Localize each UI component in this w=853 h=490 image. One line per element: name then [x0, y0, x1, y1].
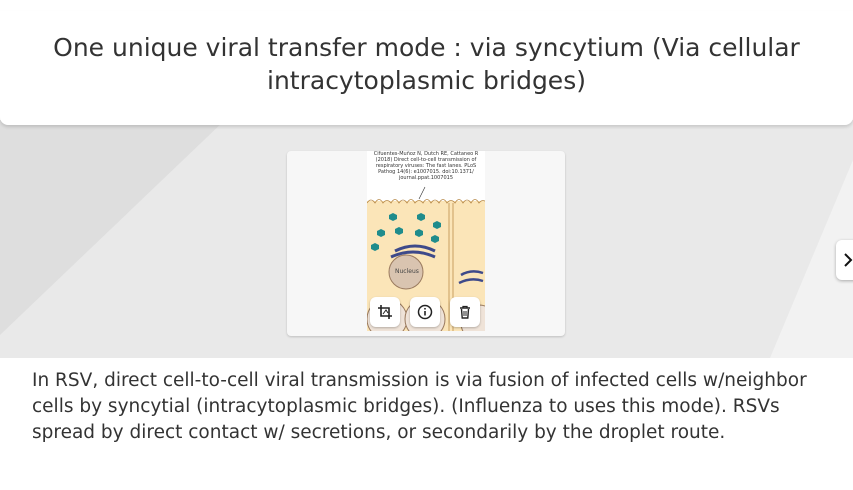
chevron-right-icon — [844, 253, 853, 267]
figure-citation: Cifuentes-Muñoz N, Dutch RE, Cattaneo R … — [373, 151, 479, 181]
next-slide-button[interactable] — [836, 240, 853, 280]
crop-icon — [378, 305, 392, 319]
slide-body-text: In RSV, direct cell-to-cell viral transm… — [32, 370, 807, 443]
background-decoration — [0, 120, 853, 358]
trash-icon — [460, 305, 470, 319]
image-card[interactable]: Cifuentes-Muñoz N, Dutch RE, Cattaneo R … — [287, 151, 565, 336]
slide-title-card: One unique viral transfer mode : via syn… — [0, 11, 853, 125]
info-button[interactable] — [410, 297, 440, 327]
delete-button[interactable] — [450, 297, 480, 327]
info-icon — [417, 304, 433, 320]
nucleus-label: Nucleus — [395, 268, 419, 275]
slide-title: One unique viral transfer mode : via syn… — [53, 33, 800, 95]
crop-button[interactable] — [370, 297, 400, 327]
image-band: Cifuentes-Muñoz N, Dutch RE, Cattaneo R … — [0, 120, 853, 358]
